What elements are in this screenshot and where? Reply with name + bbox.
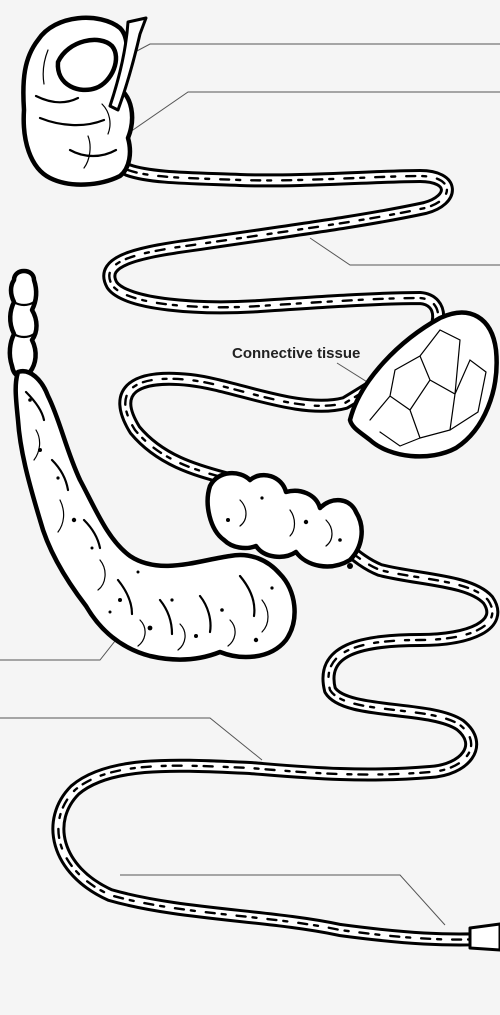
leader-line-lower-loop bbox=[0, 718, 262, 760]
hindgut-upper-bulge bbox=[208, 473, 362, 566]
connective-tissue-shape bbox=[350, 313, 497, 457]
tube-end bbox=[470, 924, 500, 950]
connective-tissue-organ bbox=[350, 313, 497, 457]
stomach-organ bbox=[23, 18, 146, 185]
leader-line-upper-intestine bbox=[310, 238, 500, 265]
leader-line-gizzard bbox=[130, 92, 500, 132]
hindgut-segmented-tip bbox=[10, 271, 37, 377]
leader-line-top bbox=[135, 44, 500, 52]
connective-tissue-label: Connective tissue bbox=[232, 345, 360, 362]
proventriculus-lobe bbox=[58, 40, 116, 90]
